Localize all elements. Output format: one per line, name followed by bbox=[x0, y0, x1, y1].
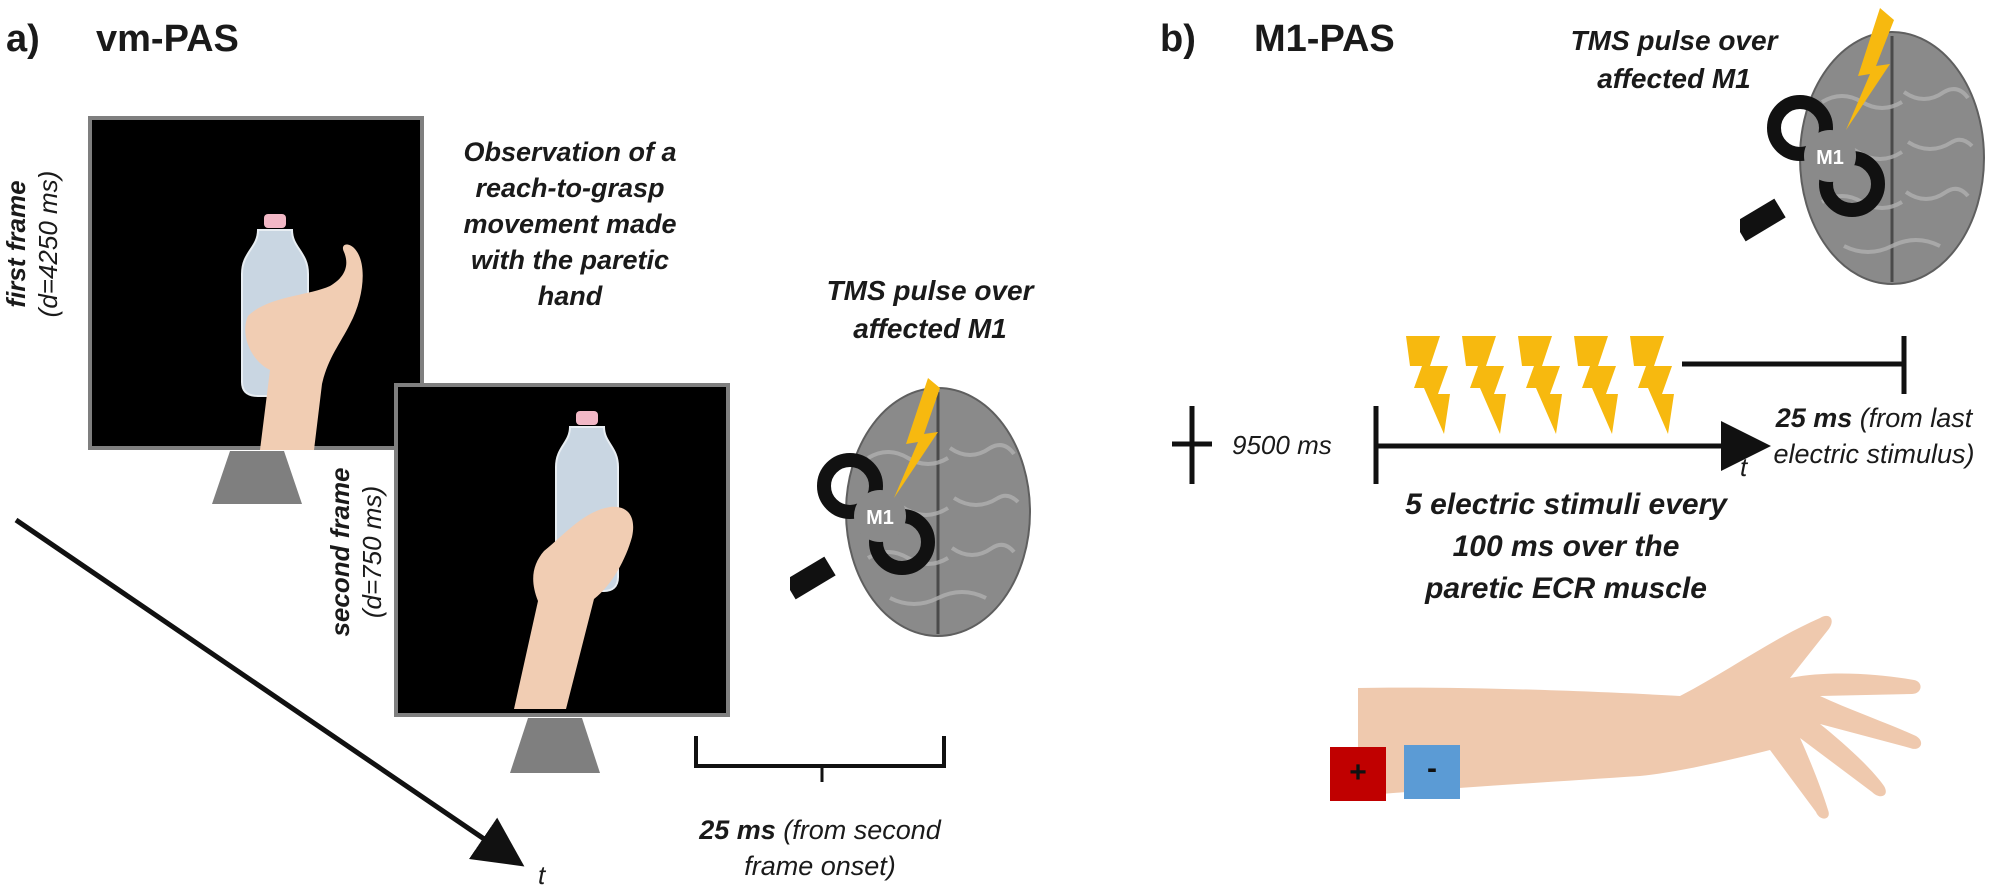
lightning-bolt-icon bbox=[1630, 336, 1674, 434]
tms-caption-a: TMS pulse over affected M1 bbox=[800, 272, 1060, 348]
lightning-bolt-icon bbox=[1574, 336, 1618, 434]
timeline-b bbox=[1172, 336, 1907, 484]
observation-caption: Observation of a reach-to-grasp movement… bbox=[440, 134, 700, 314]
delay-desc: electric stimulus) bbox=[1773, 439, 1975, 469]
first-frame-label: first frame (d=4250 ms) bbox=[0, 144, 64, 344]
brain-m1-label: M1 bbox=[866, 507, 894, 529]
panel-a-title: vm-PAS bbox=[96, 18, 239, 60]
stim-line: 100 ms over the bbox=[1452, 530, 1680, 563]
stim-line: paretic ECR muscle bbox=[1425, 572, 1707, 605]
delay-value: 25 ms bbox=[699, 815, 776, 845]
delay-desc: (from second bbox=[775, 815, 941, 845]
stim-line: 5 electric stimuli every bbox=[1405, 488, 1727, 521]
tms-line: TMS pulse over bbox=[826, 275, 1034, 306]
caption-line: movement made bbox=[463, 209, 677, 239]
brain-m1-label: M1 bbox=[1816, 147, 1844, 169]
hand-image bbox=[514, 506, 634, 709]
hand-image bbox=[1358, 615, 1922, 819]
tms-line: TMS pulse over bbox=[1570, 25, 1778, 56]
time-axis-a bbox=[14, 517, 525, 867]
brain-b: M1 bbox=[1740, 8, 1985, 285]
delay-caption-a: 25 ms (from second frame onset) bbox=[680, 812, 960, 884]
lightning-bolt-icon bbox=[1846, 8, 1894, 130]
electrode-plus: + bbox=[1330, 747, 1386, 801]
tms-caption-b: TMS pulse over affected M1 bbox=[1544, 22, 1804, 98]
stimuli-group bbox=[1406, 336, 1674, 434]
monitor-stand bbox=[510, 718, 600, 773]
m1-marker bbox=[1804, 130, 1856, 182]
coil-icon bbox=[1767, 95, 1833, 161]
time-axis-b-label: t bbox=[1740, 452, 1748, 482]
stimuli-caption: 5 electric stimuli every 100 ms over the… bbox=[1356, 484, 1776, 610]
second-frame-monitor bbox=[394, 383, 730, 773]
forearm-image bbox=[1350, 615, 1922, 819]
panel-b-letter: b) bbox=[1160, 18, 1196, 60]
monitor-stand bbox=[212, 451, 302, 504]
lightning-bolt-icon bbox=[1518, 336, 1562, 434]
delay-bracket-a bbox=[694, 736, 946, 782]
panel-b-title: M1-PAS bbox=[1254, 18, 1395, 60]
lightning-bolt-icon bbox=[1462, 336, 1506, 434]
caption-line: reach-to-grasp bbox=[475, 173, 665, 203]
lightning-bolt-icon bbox=[1406, 336, 1450, 434]
delay-desc: (from last bbox=[1852, 403, 1973, 433]
tms-line: affected M1 bbox=[1597, 63, 1751, 94]
delay-value: 25 ms bbox=[1775, 403, 1853, 433]
first-frame-name: first frame bbox=[1, 180, 31, 308]
caption-line: with the paretic bbox=[470, 245, 670, 275]
electrode-minus-label: - bbox=[1427, 752, 1437, 785]
brain-a: M1 bbox=[790, 378, 1031, 637]
lightning-bolt-icon bbox=[894, 378, 940, 498]
delay-caption-b: 25 ms (from last electric stimulus) bbox=[1740, 400, 2008, 472]
caption-line: hand bbox=[537, 281, 603, 311]
time-axis-a-label: t bbox=[538, 860, 546, 890]
m1-marker bbox=[854, 490, 906, 542]
electrode-minus: - bbox=[1404, 745, 1460, 799]
tms-line: affected M1 bbox=[853, 313, 1007, 344]
panel-a-letter: a) bbox=[6, 18, 40, 60]
hand-image bbox=[245, 244, 363, 450]
first-frame-duration: (d=4250 ms) bbox=[33, 170, 63, 318]
first-frame-monitor bbox=[88, 116, 424, 504]
caption-line: Observation of a bbox=[463, 137, 677, 167]
delay-desc: frame onset) bbox=[744, 851, 896, 881]
electrode-plus-label: + bbox=[1349, 756, 1367, 789]
interval-label: 9500 ms bbox=[1232, 430, 1332, 460]
coil-icon bbox=[817, 453, 883, 519]
